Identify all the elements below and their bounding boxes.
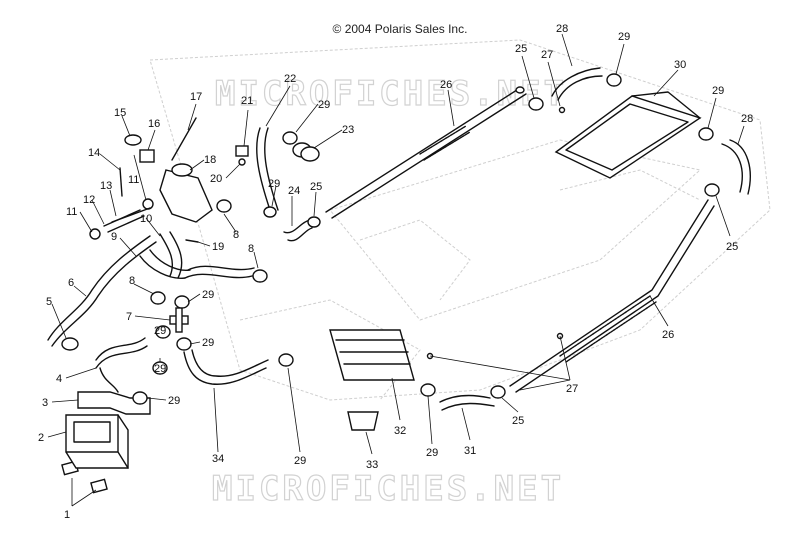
callout-6: 6 bbox=[68, 277, 74, 289]
part-14-pin bbox=[119, 167, 123, 197]
callout-23: 23 bbox=[342, 124, 354, 136]
callout-27-b: 27 bbox=[566, 383, 578, 395]
part-33-gasket bbox=[347, 411, 379, 431]
part-27-fitting-top bbox=[558, 106, 566, 114]
callout-8-b: 8 bbox=[248, 243, 254, 255]
clamps-top-group bbox=[263, 73, 720, 399]
callout-28-b: 28 bbox=[741, 113, 753, 125]
part-2-tank bbox=[65, 414, 129, 469]
part-11-cap-left bbox=[89, 228, 101, 240]
callout-9: 9 bbox=[111, 231, 117, 243]
callout-29-e: 29 bbox=[202, 289, 214, 301]
callout-8-c: 8 bbox=[233, 229, 239, 241]
callout-8-a: 8 bbox=[129, 275, 135, 287]
callout-10: 10 bbox=[140, 213, 152, 225]
part-12-spring bbox=[103, 209, 145, 233]
part-21-clamp bbox=[235, 145, 249, 157]
part-16-bracket bbox=[139, 149, 155, 163]
part-4-hose bbox=[95, 337, 148, 393]
part-32-plate bbox=[329, 329, 415, 381]
callout-25-b: 25 bbox=[515, 43, 527, 55]
part-34-hose bbox=[183, 349, 269, 385]
part-19-spring bbox=[185, 239, 199, 243]
part-6-hose bbox=[47, 235, 157, 347]
part-11-cap-right bbox=[142, 198, 154, 210]
callout-7: 7 bbox=[126, 311, 132, 323]
part-28-hose-right bbox=[721, 139, 751, 195]
callout-5: 5 bbox=[46, 296, 52, 308]
callout-25-a: 25 bbox=[310, 181, 322, 193]
part-26-rail-right bbox=[509, 199, 715, 393]
callout-29-h: 29 bbox=[154, 363, 166, 375]
callout-29-d: 29 bbox=[712, 85, 724, 97]
callout-25-d: 25 bbox=[512, 415, 524, 427]
part-13-spring bbox=[111, 207, 151, 223]
clamps-left-group bbox=[132, 199, 294, 405]
part-31-hose bbox=[439, 394, 495, 411]
callout-20: 20 bbox=[210, 173, 222, 185]
callout-22: 22 bbox=[284, 73, 296, 85]
leader-lines bbox=[47, 33, 745, 507]
callout-18: 18 bbox=[204, 154, 216, 166]
callout-16: 16 bbox=[148, 118, 160, 130]
callout-29-a: 29 bbox=[318, 99, 330, 111]
copyright-text: © 2004 Polaris Sales Inc. bbox=[332, 22, 468, 36]
callout-14: 14 bbox=[88, 147, 100, 159]
callout-31: 31 bbox=[464, 445, 476, 457]
callout-4: 4 bbox=[56, 373, 62, 385]
watermark-bottom: MICROFICHES.NET bbox=[212, 469, 564, 509]
callout-3: 3 bbox=[42, 397, 48, 409]
part-9-hose bbox=[139, 249, 191, 279]
part-10-hose bbox=[159, 231, 183, 279]
callout-2: 2 bbox=[38, 432, 44, 444]
callout-labels: 1 2 3 4 5 6 7 8 8 8 9 10 11 11 12 13 14 … bbox=[38, 23, 753, 521]
callout-29-b: 29 bbox=[268, 178, 280, 190]
part-5-clamp bbox=[61, 337, 79, 351]
part-17-rod bbox=[171, 117, 197, 161]
callout-34: 34 bbox=[212, 453, 224, 465]
callout-13: 13 bbox=[100, 180, 112, 192]
callout-24: 24 bbox=[288, 185, 300, 197]
callout-12: 12 bbox=[83, 194, 95, 206]
part-15-cap bbox=[124, 134, 142, 146]
part-23-clamp-b bbox=[300, 146, 320, 162]
callout-15: 15 bbox=[114, 107, 126, 119]
callout-33: 33 bbox=[366, 459, 378, 471]
part-20-screw bbox=[238, 158, 246, 166]
callout-32: 32 bbox=[394, 425, 406, 437]
callout-17: 17 bbox=[190, 91, 202, 103]
part-26-rail-top bbox=[325, 86, 527, 219]
callout-29-j: 29 bbox=[294, 455, 306, 467]
callout-11-a: 11 bbox=[66, 206, 77, 218]
callout-29-i: 29 bbox=[168, 395, 180, 407]
callout-28-a: 28 bbox=[556, 23, 568, 35]
callout-25-c: 25 bbox=[726, 241, 738, 253]
callout-27-a: 27 bbox=[541, 49, 553, 61]
callout-1: 1 bbox=[64, 509, 70, 521]
hose-to-clamp-8 bbox=[184, 265, 255, 279]
watermark-top: MICROFICHES.NET bbox=[215, 74, 567, 114]
part-22-pipe bbox=[256, 127, 279, 211]
callout-19: 19 bbox=[212, 241, 224, 253]
callout-29-c: 29 bbox=[618, 31, 630, 43]
callout-29-g: 29 bbox=[154, 325, 166, 337]
part-18-bottle bbox=[159, 163, 213, 223]
part-28-hose-top bbox=[551, 67, 603, 101]
callout-29-f: 29 bbox=[202, 337, 214, 349]
part-30-exchanger bbox=[554, 91, 702, 179]
part-7-tee bbox=[169, 307, 189, 333]
callout-26-b: 26 bbox=[662, 329, 674, 341]
callout-26-a: 26 bbox=[440, 79, 452, 91]
callout-11-b: 11 bbox=[128, 174, 139, 186]
callout-29-k: 29 bbox=[426, 447, 438, 459]
callout-21: 21 bbox=[241, 95, 253, 107]
part-3-bracket bbox=[77, 391, 151, 415]
callout-30: 30 bbox=[674, 59, 686, 71]
